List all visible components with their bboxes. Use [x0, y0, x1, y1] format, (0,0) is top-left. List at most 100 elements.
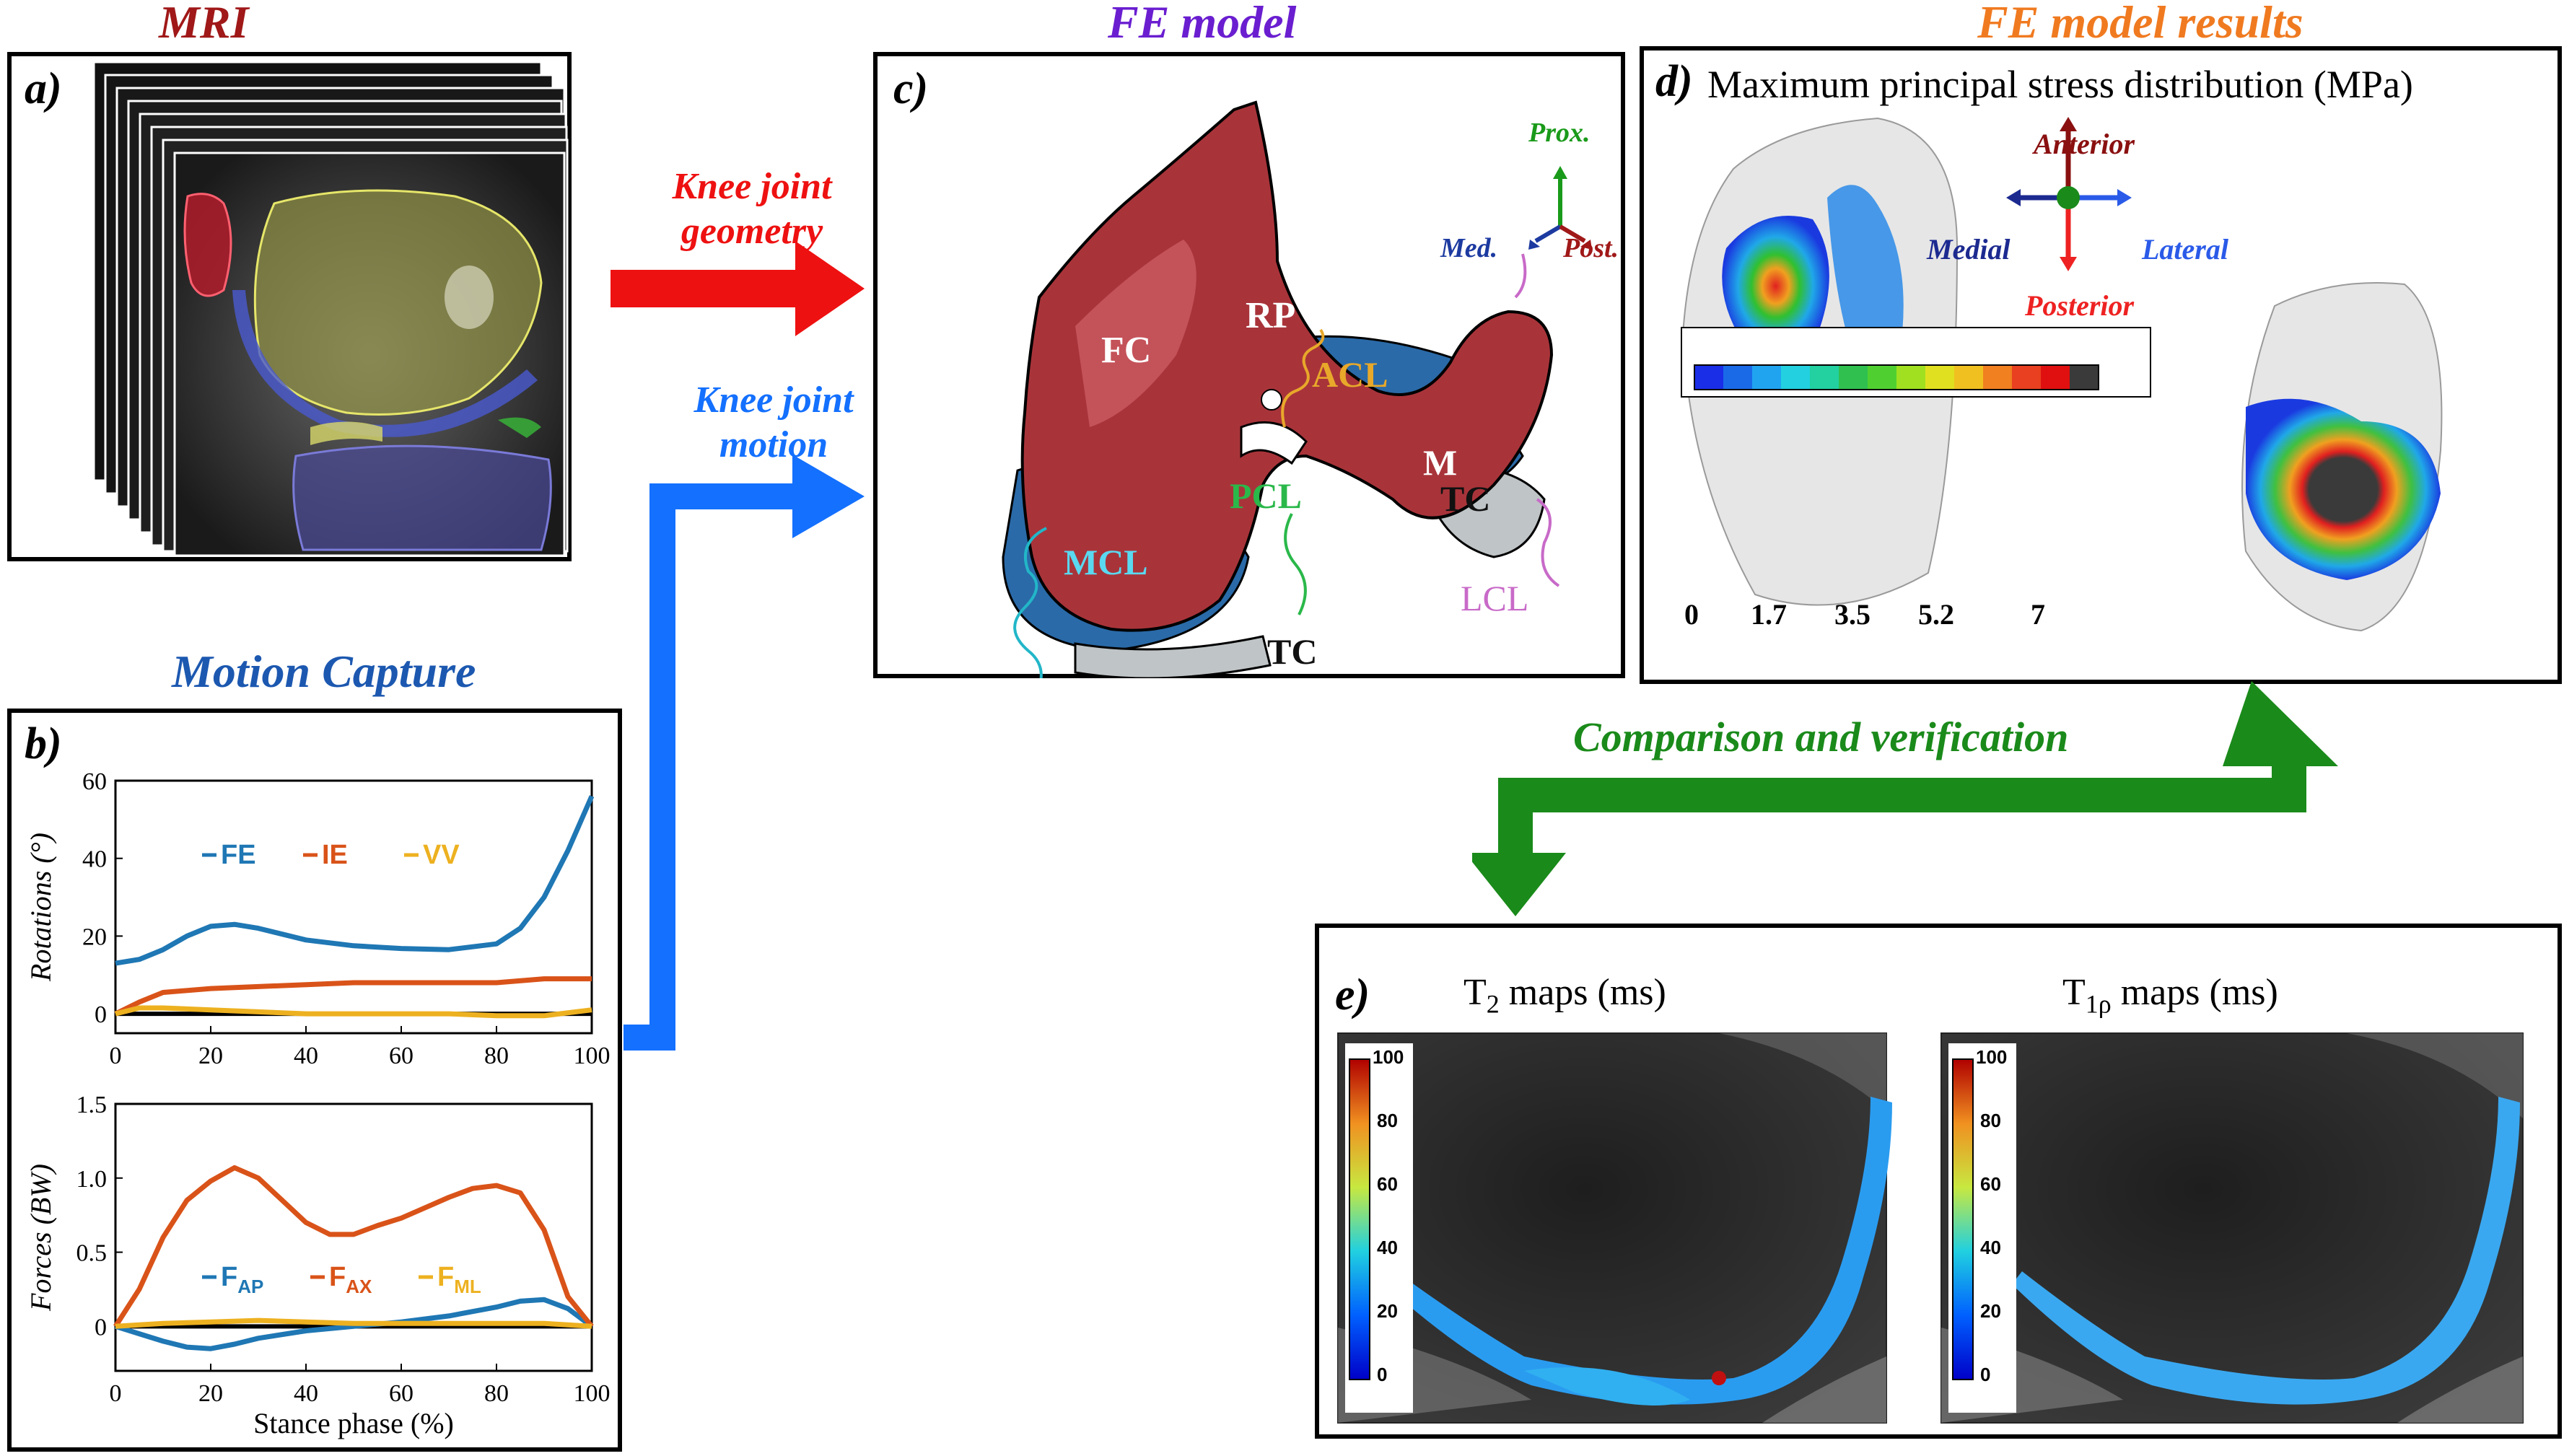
chart-0-series-fe: [115, 795, 595, 966]
chart-0-frame: [114, 779, 593, 1035]
t1rho-title-sub: 1ρ: [2085, 989, 2112, 1019]
chart-1-xtick-label: 20: [198, 1380, 223, 1407]
motion-capture-header: Motion Capture: [172, 646, 476, 697]
fe-results-header: FE model results: [1977, 0, 2303, 48]
fe-model-panel: c) FC RP ACL PCL MCL LCL M TC TC: [873, 52, 1625, 678]
t1rho-cbar-tick-60: 60: [1980, 1173, 2001, 1195]
medial-stress-region-2: [1827, 185, 1904, 373]
chart-0-xtick-label: 40: [294, 1043, 318, 1069]
chart-1-ytick-label: 0: [95, 1314, 107, 1341]
chart-0-ytick-label: 0: [95, 1001, 107, 1028]
label-tc-medial: TC: [1267, 631, 1318, 672]
orientation-cross: [2006, 117, 2132, 271]
lcl-ligament-top: [1514, 253, 1527, 299]
axis-med-label: Med.: [1440, 233, 1498, 263]
acl-ligament: [1281, 328, 1325, 428]
t2-title-main: T: [1463, 972, 1487, 1013]
chart-1-xtick-label: 80: [484, 1380, 509, 1407]
rp-marker: [1261, 389, 1282, 411]
t2-map-title: T2 maps (ms): [1463, 971, 1666, 1019]
chart-1-ylabel: Forces (BW): [25, 1164, 57, 1312]
chart-1-xtick-label: 60: [389, 1380, 414, 1407]
mcl-ligament: [1013, 527, 1047, 678]
chart-1-series-f-ap: [114, 1297, 594, 1351]
t2-cbar-tick-100: 100: [1373, 1046, 1404, 1068]
t1rho-cbar-tick-80: 80: [1980, 1110, 2001, 1131]
geometry-arrow-label: Knee joint geometry: [600, 165, 903, 254]
chart-1-xlabel: Stance phase (%): [253, 1407, 454, 1439]
lcl-ligament: [1536, 498, 1560, 587]
geometry-arrow: [611, 241, 865, 336]
chart-1-legend-label: FML: [437, 1262, 481, 1297]
mri-header: MRI: [159, 0, 249, 48]
t2-title-sub: 2: [1486, 989, 1500, 1019]
pcl-ligament: [1284, 513, 1307, 615]
colorbar-tick-4: 7: [2031, 598, 2045, 631]
t1rho-cbar-tick-100: 100: [1976, 1046, 2008, 1068]
label-pcl: PCL: [1230, 475, 1302, 516]
t1rho-cbar-tick-0: 0: [1980, 1364, 1991, 1385]
label-mcl: MCL: [1064, 542, 1148, 582]
meniscus-post-segment: [498, 417, 541, 438]
panel-label-b: b): [25, 719, 62, 768]
chart-0-ytick-label: 20: [82, 924, 107, 950]
chart-1-xtick-label: 0: [110, 1380, 122, 1407]
t-maps-panel: e) T2 maps (ms) T1ρ maps (ms): [1315, 924, 2562, 1439]
label-tc-lateral: TC: [1440, 478, 1491, 519]
colorbar-tick-0: 0: [1684, 598, 1699, 631]
fe-knee-model: [1002, 100, 1592, 678]
chart-1-xtick-label: 40: [294, 1380, 318, 1407]
patella-segment: [183, 193, 232, 297]
chart-0-ylabel: Rotations (°): [25, 833, 57, 982]
fe-model-header: FE model: [1108, 0, 1297, 48]
chart-0-legend-label: FE: [221, 840, 256, 870]
comparison-label: Comparison and verification: [1573, 714, 2069, 760]
axis-triad: [1528, 166, 1592, 250]
t2-cbar-tick-40: 40: [1377, 1237, 1398, 1258]
panel-label-a: a): [25, 64, 62, 113]
chart-0-series-vv: [115, 1005, 592, 1019]
chart-0-ytick-label: 60: [82, 768, 107, 795]
stress-colorbar: [1681, 327, 2151, 398]
chart-1-frame: [114, 1102, 593, 1372]
label-lcl: LCL: [1461, 578, 1529, 618]
label-m: M: [1423, 442, 1458, 483]
mri-slice-stack: [92, 61, 569, 557]
colorbar-tick-2: 3.5: [1834, 598, 1871, 631]
colorbar-tick-1: 1.7: [1751, 598, 1787, 631]
chart-0-series-ie: [114, 976, 592, 1017]
t2-map-image: [1337, 1032, 1892, 1424]
geometry-label-line1: Knee joint: [672, 166, 832, 207]
label-acl: ACL: [1312, 354, 1388, 395]
motion-arrow: [624, 455, 865, 1051]
fe-results-panel: d) Maximum principal stress distribution…: [1640, 46, 2562, 684]
chart-0-xtick-label: 0: [110, 1043, 122, 1069]
chart-1-series-f-ml: [115, 1317, 592, 1329]
orientation-anterior: Anterior: [2034, 128, 2135, 160]
chart-1-ytick-label: 0.5: [76, 1240, 108, 1267]
chart-0-legend-label: IE: [322, 840, 348, 870]
geometry-label-line2: geometry: [681, 211, 823, 252]
chart-1-xtick-label: 100: [574, 1380, 611, 1407]
t2-cbar-tick-20: 20: [1377, 1300, 1398, 1322]
fe-results-title: Maximum principal stress distribution (M…: [1707, 63, 2413, 106]
femur-notch: [1240, 421, 1308, 465]
t1rho-cbar-tick-20: 20: [1980, 1300, 2001, 1322]
lateral-stress-region: [2246, 398, 2441, 580]
tibia-segment: [292, 444, 552, 551]
colorbar-tick-3: 5.2: [1918, 598, 1954, 631]
chart-0-ytick-label: 40: [82, 846, 107, 873]
t2-cbar-tick-0: 0: [1377, 1364, 1388, 1385]
chart-0-xtick-label: 60: [389, 1043, 414, 1069]
motion-label-line1: Knee joint: [693, 380, 854, 421]
t2-cbar-tick-80: 80: [1377, 1110, 1398, 1131]
chart-0-xtick-label: 80: [484, 1043, 509, 1069]
t1rho-map-title: T1ρ maps (ms): [2062, 971, 2278, 1019]
t2-cbar-tick-60: 60: [1377, 1173, 1398, 1195]
axis-post-label: Post.: [1563, 233, 1619, 263]
panel-label-c: c): [893, 64, 929, 113]
motion-label-line2: motion: [719, 424, 828, 465]
chart-0-xtick-label: 20: [198, 1043, 223, 1069]
